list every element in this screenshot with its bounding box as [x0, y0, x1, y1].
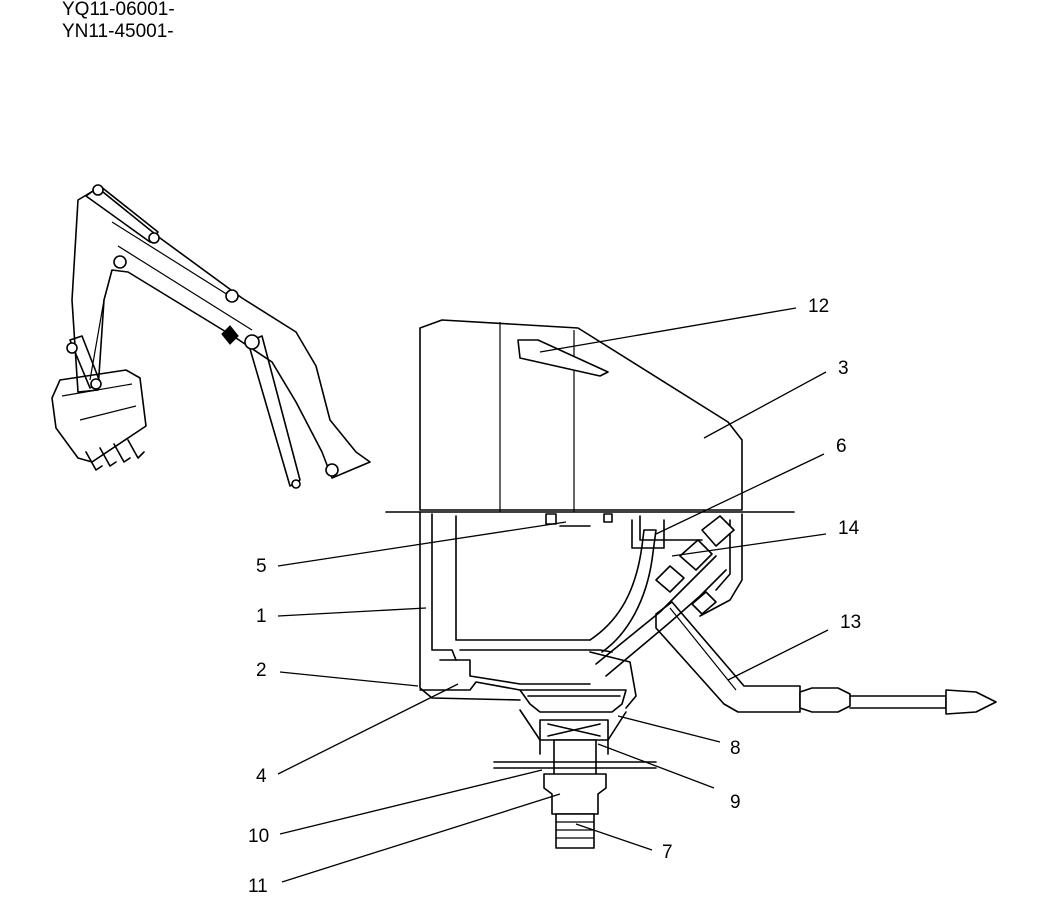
excavator-arm-illustration — [51, 184, 371, 489]
callout-11: 11 — [248, 876, 268, 897]
callout-4: 4 — [256, 766, 267, 787]
callout-2: 2 — [256, 660, 267, 681]
callout-labels: 12 3 6 14 5 1 13 2 8 4 9 10 7 11 — [248, 296, 861, 897]
callout-14: 14 — [838, 518, 860, 539]
serial-number-1: YQ11-06001- — [62, 0, 175, 20]
callout-10: 10 — [248, 826, 269, 847]
callout-9: 9 — [730, 792, 741, 813]
leader-lines — [277, 307, 829, 883]
serial-number-2: YN11-45001- — [62, 21, 174, 42]
callout-13: 13 — [840, 612, 861, 633]
callout-7: 7 — [662, 842, 673, 863]
callout-8: 8 — [730, 738, 741, 759]
callout-6: 6 — [836, 436, 847, 457]
callout-5: 5 — [256, 556, 267, 577]
callout-1: 1 — [256, 606, 267, 627]
callout-12: 12 — [808, 296, 829, 317]
mechanism-cross-section — [385, 319, 997, 849]
callout-3: 3 — [838, 358, 849, 379]
